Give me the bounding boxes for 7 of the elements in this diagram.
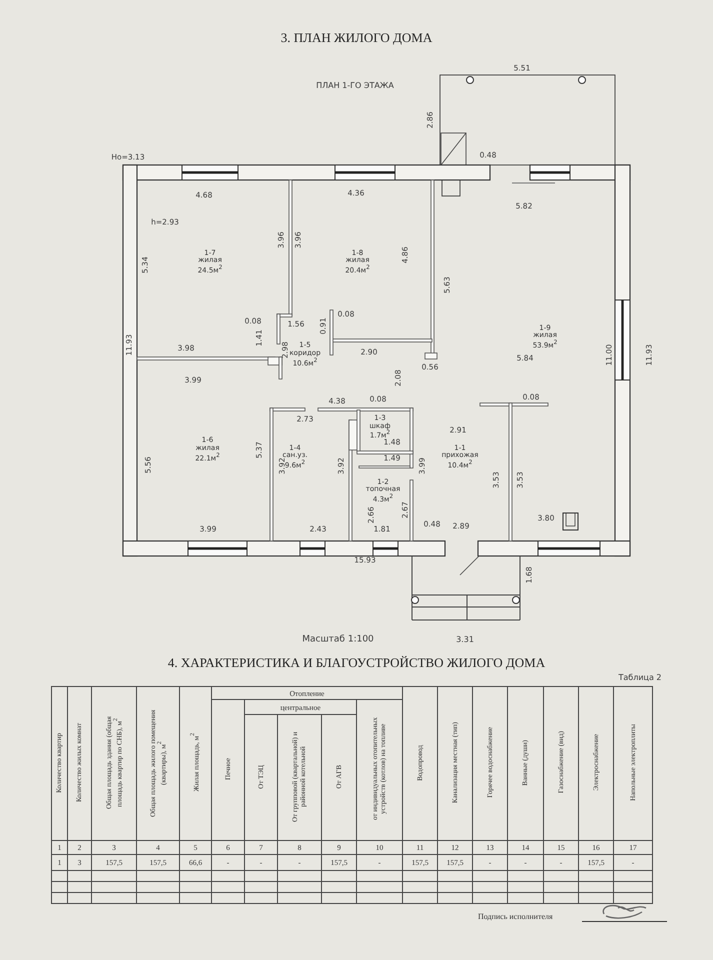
dimension-label: 3.31	[456, 636, 474, 644]
scale-note: Масштаб 1:100	[302, 636, 374, 644]
signature-label: Подпись исполнителя	[478, 912, 553, 921]
subheading: ПЛАН 1-ГО ЭТАЖА	[316, 82, 394, 90]
heading: 4. ХАРАКТЕРИСТИКА И БЛАГОУСТРОЙСТВО ЖИЛОГО ДОМА	[168, 655, 546, 670]
heading: 3. ПЛАН ЖИЛОГО ДОМА	[280, 30, 432, 45]
table-caption: Таблица 2	[618, 674, 662, 682]
